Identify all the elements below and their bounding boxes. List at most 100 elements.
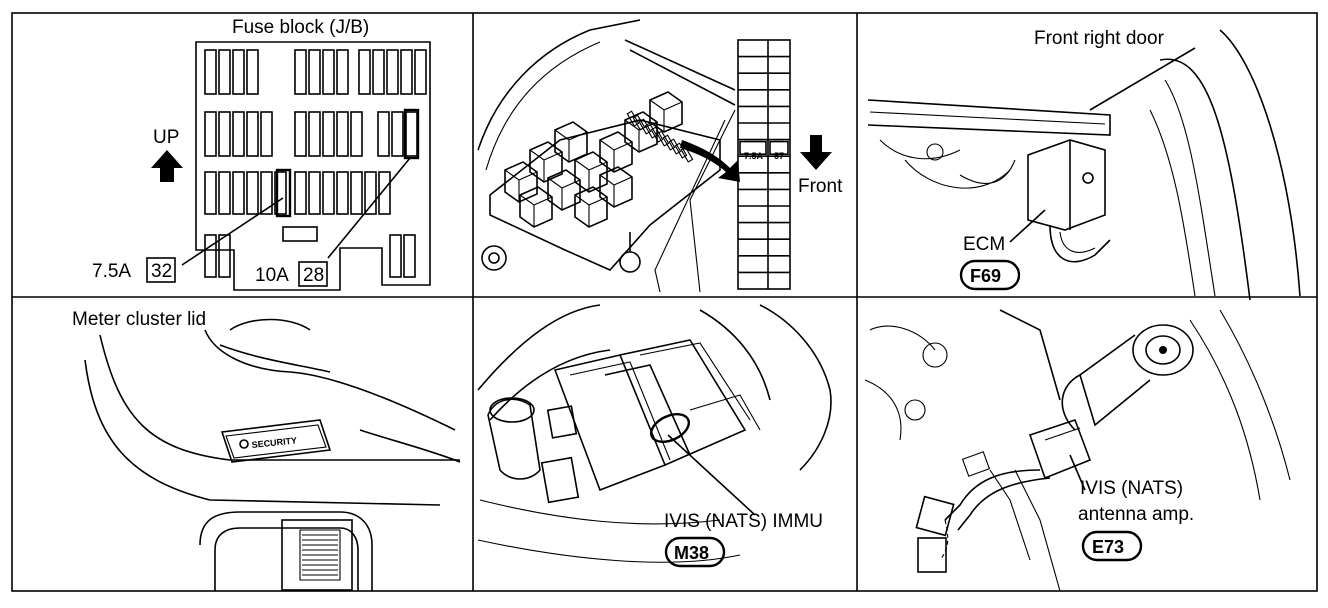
ecm-location-label: Front right door bbox=[1034, 28, 1165, 49]
fuse-slot bbox=[372, 49, 385, 95]
fuse-slot bbox=[350, 171, 363, 215]
security-indicator-bezel bbox=[220, 419, 332, 463]
callout-leader-7-5a bbox=[181, 197, 284, 266]
fuse-slot bbox=[232, 49, 245, 95]
fuse-slot bbox=[350, 111, 363, 157]
panel-engine-bay: 7.5A 57 Front bbox=[477, 19, 843, 293]
fuse-slot bbox=[391, 111, 404, 157]
relay-box-body bbox=[489, 119, 721, 271]
fuse-slot bbox=[204, 234, 217, 278]
relay bbox=[599, 166, 633, 208]
key-cylinder bbox=[487, 398, 541, 480]
fuse-slot bbox=[403, 234, 416, 278]
connector-badge-m38 bbox=[664, 536, 726, 568]
relay bbox=[547, 169, 581, 211]
fuse-rating-10a: 10A bbox=[255, 265, 289, 286]
relay-cluster bbox=[504, 91, 683, 228]
fuse-slot bbox=[377, 111, 390, 157]
callout-leader-immu bbox=[667, 434, 756, 516]
antenna-amp-unit bbox=[1028, 418, 1092, 480]
fuse-number-box-28 bbox=[298, 261, 328, 287]
ecm-unit bbox=[1027, 139, 1106, 231]
connector-m38: M38 bbox=[674, 543, 709, 563]
fuse-slot bbox=[322, 49, 335, 95]
relay bbox=[574, 151, 608, 193]
fuse-slot bbox=[294, 171, 307, 215]
fuse-slot bbox=[378, 171, 391, 215]
fuse-slot bbox=[336, 171, 349, 215]
fuse-slot bbox=[260, 111, 273, 157]
fuse-slot bbox=[322, 171, 335, 215]
antenna-label-line2: antenna amp. bbox=[1078, 504, 1194, 525]
fuse-slot bbox=[218, 171, 231, 215]
fuse-rating-7-5a: 7.5A bbox=[92, 261, 131, 282]
panel-fuse-block: Fuse block (J/B) UP 7.5A 32 10A 28 bbox=[92, 17, 431, 291]
panel-grid bbox=[11, 12, 1318, 592]
direction-label-front: Front bbox=[798, 176, 843, 197]
fuse-slot bbox=[246, 171, 259, 215]
fuse-block-housing bbox=[195, 41, 431, 291]
fuse-block-title: Fuse block (J/B) bbox=[232, 17, 369, 38]
antenna-label-line1: IVIS (NATS) bbox=[1080, 478, 1183, 499]
callout-leader-ecm bbox=[1009, 209, 1046, 243]
highlighted-fuse-slot bbox=[403, 108, 420, 160]
immu-ring bbox=[649, 413, 691, 443]
relay bbox=[519, 186, 553, 228]
fuse-slot bbox=[218, 49, 231, 95]
fuse-slot bbox=[405, 111, 418, 157]
fuse-slot bbox=[260, 171, 273, 215]
relay bbox=[649, 91, 683, 133]
highlighted-fuse-cell bbox=[739, 140, 767, 156]
relay bbox=[529, 141, 563, 183]
down-arrow-icon bbox=[800, 135, 832, 170]
relay bbox=[599, 131, 633, 173]
fuse-slot bbox=[414, 49, 427, 95]
connector-f69: F69 bbox=[970, 266, 1001, 286]
fuse-slot bbox=[308, 49, 321, 95]
panel-antenna: IVIS (NATS) antenna amp. E73 bbox=[864, 309, 1291, 592]
fuse-slot bbox=[322, 111, 335, 157]
callout-leader-door bbox=[1089, 47, 1196, 111]
relay bbox=[504, 161, 538, 203]
panel-ecm: Front right door ECM F69 bbox=[867, 28, 1301, 301]
grid-fuse-number: 57 bbox=[774, 151, 784, 161]
fuse-slot bbox=[389, 234, 402, 278]
fuse-slot bbox=[232, 171, 245, 215]
steering-column-housing bbox=[553, 354, 667, 492]
highlighted-fuse-slot bbox=[275, 168, 292, 218]
fuse-slot bbox=[308, 111, 321, 157]
ecm-label: ECM bbox=[963, 234, 1005, 255]
up-arrow-icon bbox=[151, 150, 183, 182]
fuse-slot bbox=[400, 49, 413, 95]
fuse-slots bbox=[204, 49, 427, 278]
fuse-slot bbox=[218, 234, 231, 278]
immu-label: IVIS (NATS) IMMU bbox=[664, 511, 823, 532]
fuse-slot bbox=[294, 111, 307, 157]
fuse-slot bbox=[308, 171, 321, 215]
fuse-slot bbox=[246, 111, 259, 157]
fuse-number-28: 28 bbox=[303, 265, 324, 286]
meter-cluster-title: Meter cluster lid bbox=[72, 309, 206, 330]
fuse-slot bbox=[274, 171, 287, 215]
fuse-slot bbox=[204, 49, 217, 95]
connector-plug bbox=[917, 537, 947, 573]
panel-immu: IVIS (NATS) IMMU M38 bbox=[477, 304, 832, 568]
fuse-slot bbox=[294, 49, 307, 95]
harness-connector bbox=[915, 495, 955, 537]
panel-meter-cluster: Meter cluster lid SECURITY bbox=[72, 309, 461, 591]
callout-leader-10a bbox=[327, 157, 411, 259]
connector-badge-f69 bbox=[959, 259, 1021, 291]
fuse-slot bbox=[336, 111, 349, 157]
relay bbox=[574, 186, 608, 228]
fuse-number-32: 32 bbox=[151, 261, 172, 282]
ignition-cylinder bbox=[1132, 324, 1194, 376]
fuse-grid-panel bbox=[737, 39, 791, 290]
fuse-slot bbox=[386, 49, 399, 95]
fuse-slot bbox=[204, 111, 217, 157]
fuse-slot bbox=[218, 111, 231, 157]
security-indicator-label: SECURITY bbox=[251, 435, 297, 450]
direction-label-up: UP bbox=[153, 127, 179, 148]
console-switch bbox=[281, 519, 353, 591]
fuse-slot bbox=[204, 171, 217, 215]
